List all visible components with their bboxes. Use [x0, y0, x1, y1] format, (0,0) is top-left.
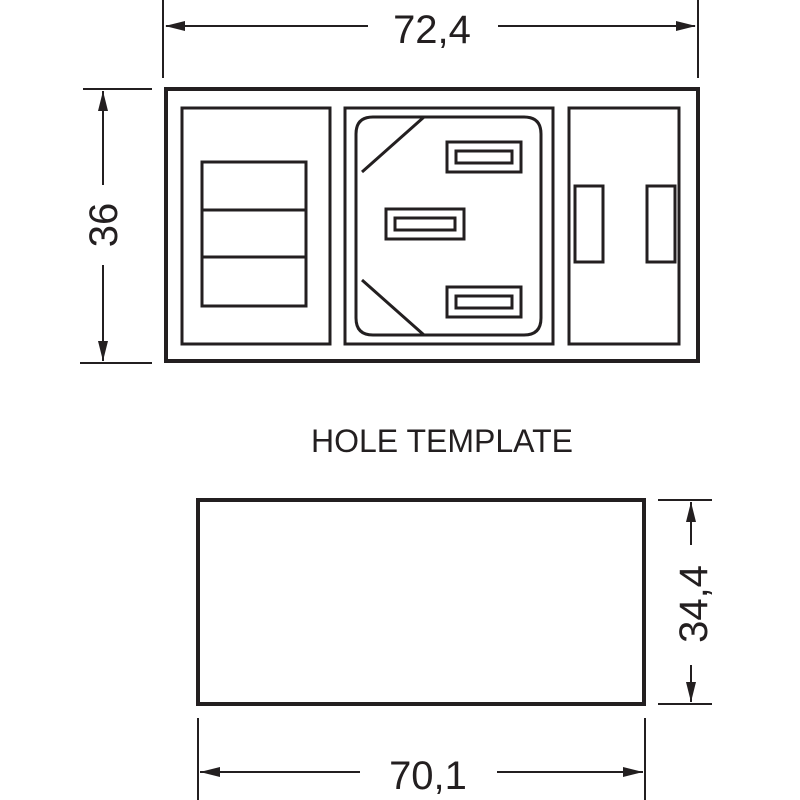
inlet-pin-middle [384, 207, 466, 241]
rocker-switch [200, 160, 308, 308]
hole-template-cutout [196, 498, 646, 706]
hole-height-label: 34,4 [672, 565, 716, 643]
inlet-pin-top [445, 140, 523, 174]
pin-middle-inner [393, 216, 457, 232]
pin-top-inner [454, 149, 514, 165]
arrowhead-top [686, 502, 696, 522]
hole-template-title: HOLE TEMPLATE [311, 423, 573, 459]
switch-frame [180, 106, 332, 346]
pin-top-outer [445, 140, 523, 174]
inlet-pin-bottom [445, 285, 523, 319]
inlet-recess [354, 115, 543, 337]
module-outline [164, 87, 700, 363]
inlet-chamfer-top [361, 115, 425, 174]
fuse-tab-left [573, 184, 605, 264]
arrowhead-bottom [98, 341, 108, 361]
fuse-holder-section [567, 106, 681, 346]
arrowhead-right [676, 21, 696, 31]
arrowhead-right [623, 767, 643, 777]
pin-bottom-outer [445, 285, 523, 319]
switch-section [180, 106, 332, 346]
hole-width-label: 70,1 [389, 754, 467, 798]
module-width-label: 72,4 [393, 8, 471, 52]
module-height-label: 36 [82, 203, 126, 248]
power-entry-module [164, 87, 700, 363]
arrowhead-bottom [686, 682, 696, 702]
dimension-hole-width: 70,1 [197, 718, 646, 800]
dimension-module-height: 36 [80, 88, 152, 364]
dimension-module-width: 72,4 [162, 0, 699, 78]
arrowhead-left [200, 767, 220, 777]
arrowhead-left [165, 21, 185, 31]
inlet-chamfer-bottom [361, 278, 425, 337]
pin-middle-outer [384, 207, 466, 241]
arrowhead-top [98, 91, 108, 111]
inlet-frame [343, 106, 555, 346]
pin-bottom-inner [454, 294, 514, 310]
fuse-tab-right [645, 184, 677, 264]
fuse-frame [567, 106, 681, 346]
iec-inlet-section [343, 106, 555, 346]
dimension-hole-height: 34,4 [658, 499, 716, 705]
